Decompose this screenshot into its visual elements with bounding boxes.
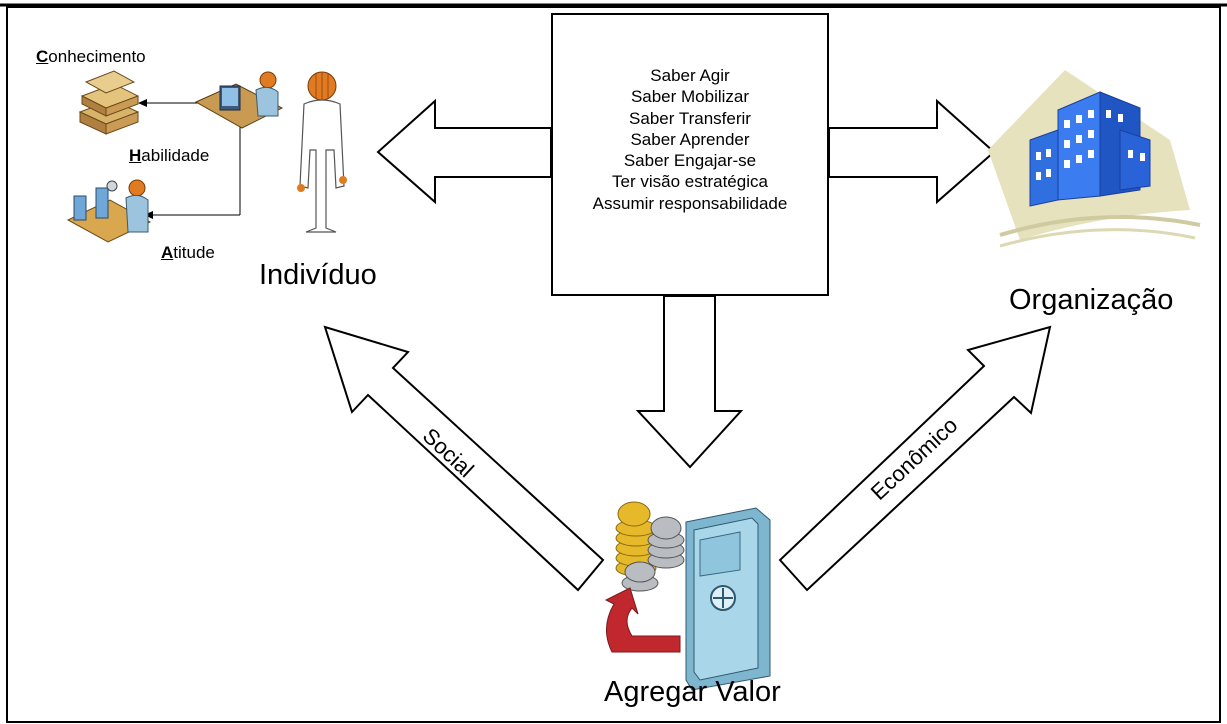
arrow-to-agregar-valor: [635, 295, 744, 469]
competency-line: Saber Aprender: [630, 129, 750, 149]
label-conhecimento: Conhecimento: [36, 47, 146, 66]
competency-line: Saber Transferir: [629, 108, 751, 128]
competencies-list: Saber Agir Saber Mobilizar Saber Transfe…: [553, 65, 827, 214]
coins-icon: [615, 501, 685, 592]
arrow-to-organizacao: [828, 98, 996, 205]
label-agregar-valor: Agregar Valor: [604, 676, 781, 708]
competency-line: Saber Mobilizar: [630, 87, 750, 107]
competency-line: Saber Engajar-se: [623, 151, 757, 171]
safe-icon: [685, 507, 771, 691]
person-icon: [297, 71, 347, 233]
label-individuo: Indivíduo: [259, 259, 377, 291]
building-icon: [988, 70, 1201, 248]
competency-line: Assumir responsabilidade: [592, 193, 788, 213]
label-organizacao: Organização: [1009, 284, 1174, 316]
competencies-box: Saber Agir Saber Mobilizar Saber Transfe…: [551, 13, 829, 296]
books-icon: [78, 70, 140, 135]
worker-desk-icon: [194, 71, 284, 129]
competency-line: Ter visão estratégica: [612, 172, 768, 192]
arrow-economico: [778, 325, 1052, 592]
arrow-social: [323, 325, 605, 592]
label-habilidade: Habilidade: [129, 146, 210, 165]
competency-line: Saber Agir: [650, 66, 730, 85]
return-arrow-icon: [604, 587, 681, 653]
arrow-to-individuo: [376, 98, 552, 205]
label-atitude: Atitude: [161, 243, 215, 262]
factory-worker-icon: [66, 179, 152, 243]
outer-frame: [6, 6, 1221, 723]
